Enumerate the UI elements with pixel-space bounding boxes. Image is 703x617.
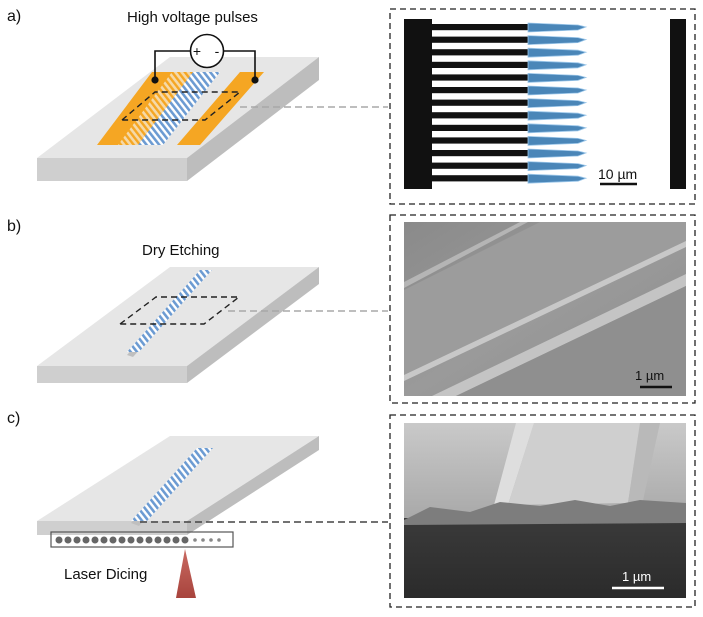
inverted-domain	[527, 173, 588, 184]
electrode-finger	[430, 175, 530, 182]
electrode-finger	[430, 150, 530, 157]
panel-b-region-box	[117, 296, 242, 325]
ridge-waveguide	[131, 448, 213, 521]
inverted-domain	[527, 72, 588, 83]
voltage-source-icon	[189, 33, 225, 69]
laser-beam	[176, 549, 196, 598]
panel-b-substrate	[37, 267, 319, 383]
electrode-finger	[430, 36, 530, 43]
wire-right	[224, 50, 256, 80]
electrode-finger	[430, 87, 530, 94]
electrode-finger	[430, 74, 530, 81]
inverted-domain	[527, 47, 588, 58]
inverted-domain	[527, 35, 588, 46]
inverted-domain	[527, 148, 588, 159]
panel-c-micrograph: 1 µm	[389, 414, 696, 608]
inverted-domains	[527, 22, 588, 184]
electrode-finger	[430, 112, 530, 119]
inverted-domain	[527, 60, 588, 71]
etched-ridge	[127, 270, 212, 352]
caption-dry-etching: Dry Etching	[142, 242, 220, 259]
electrode-finger	[430, 99, 530, 106]
caption-high-voltage-pulses: High voltage pulses	[127, 9, 258, 26]
panel-a-micrograph: 10 µm	[389, 8, 696, 205]
panel-a-label: a)	[7, 8, 22, 25]
electrode-finger	[430, 49, 530, 56]
finger-electrodes	[118, 72, 198, 145]
contact-right	[251, 76, 259, 84]
inverted-domain	[527, 110, 588, 121]
inverted-domain	[527, 123, 588, 134]
scale-label-a: 10 µm	[598, 166, 637, 182]
panel-c-label: c)	[7, 410, 21, 427]
wire-left	[154, 50, 190, 80]
inverted-domain	[527, 22, 588, 33]
caption-laser-dicing: Laser Dicing	[64, 566, 148, 583]
laser-dicing-spots	[55, 536, 221, 544]
scale-label-c: 1 µm	[622, 569, 651, 584]
voltage-plus-sign: +	[193, 43, 201, 59]
inverted-domain	[527, 161, 588, 172]
voltage-minus-sign: -	[215, 43, 220, 59]
electrode-finger	[430, 137, 530, 144]
contact-left	[151, 76, 159, 84]
facet-edge	[404, 500, 686, 525]
inverted-domain	[527, 98, 588, 109]
panel-b-label: b)	[7, 218, 22, 235]
electrode-fingers	[430, 24, 530, 182]
electrode-finger	[430, 162, 530, 169]
panel-a-region-box	[120, 91, 242, 121]
inverted-domain	[527, 85, 588, 96]
electrode-finger	[430, 124, 530, 131]
panel-b-micrograph: 1 µm	[389, 214, 696, 404]
electrode-finger	[430, 61, 530, 68]
scale-label-b: 1 µm	[635, 368, 664, 383]
poled-domains	[138, 72, 220, 145]
dicing-region-box	[50, 531, 234, 548]
inverted-domain	[527, 135, 588, 146]
electrode-finger	[430, 24, 530, 31]
right-electrode	[177, 72, 264, 145]
left-electrode	[97, 72, 176, 145]
